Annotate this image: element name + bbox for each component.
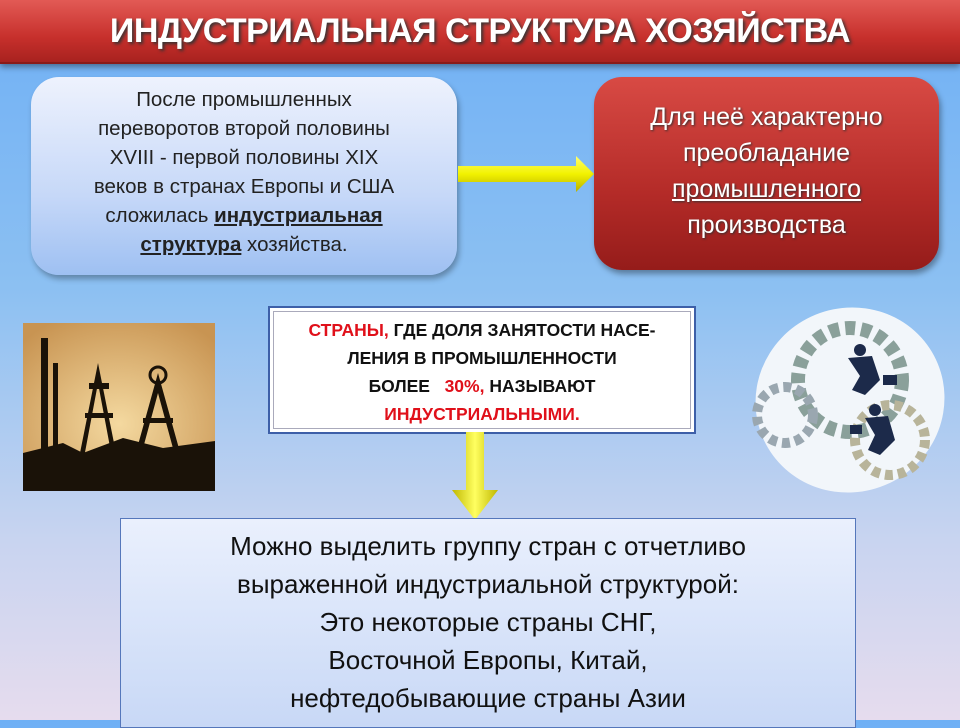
- factory-silhouette-image: [23, 323, 215, 491]
- arrow-right-icon: [458, 156, 594, 192]
- intro-text: хозяйства.: [241, 233, 348, 256]
- definition-text: НАЗЫВАЮТ: [484, 376, 596, 396]
- characteristic-box: Для неё характерно преобладание промышле…: [594, 77, 939, 270]
- definition-text: ЛЕНИЯ В ПРОМЫШЛЕННОСТИ: [347, 348, 617, 368]
- definition-text: БОЛЕЕ: [368, 376, 435, 396]
- slide-title: ИНДУСТРИАЛЬНАЯ СТРУКТУРА ХОЗЯЙСТВА: [109, 11, 851, 50]
- definition-box: СТРАНЫ, ГДЕ ДОЛЯ ЗАНЯТОСТИ НАСЕ- ЛЕНИЯ В…: [268, 306, 696, 434]
- country-group-line: выраженной индустриальной структурой:: [237, 569, 739, 599]
- country-group-line: Восточной Европы, Китай,: [328, 645, 648, 675]
- definition-highlight: СТРАНЫ,: [308, 320, 389, 340]
- intro-line: XVIII - первой половины XIX: [109, 146, 379, 169]
- arrow-down-icon: [452, 432, 498, 520]
- definition-highlight: 30%,: [444, 376, 485, 396]
- intro-line: веков в странах Европы и США: [93, 175, 395, 198]
- country-group-line: Можно выделить группу стран с отчетливо: [230, 531, 746, 561]
- intro-bold: индустриальная: [214, 204, 383, 227]
- intro-line: структура хозяйства.: [31, 230, 457, 259]
- characteristic-underlined: промышленного: [671, 175, 862, 203]
- gears-businessmen-image: [752, 307, 945, 493]
- characteristic-line: производства: [687, 211, 846, 239]
- intro-bold: структура: [140, 233, 242, 256]
- intro-line: После промышленных: [136, 88, 352, 111]
- intro-line: переворотов второй половины: [98, 117, 390, 140]
- characteristic-line: преобладание: [682, 139, 851, 167]
- country-group-line: Это некоторые страны СНГ,: [319, 607, 657, 637]
- country-group-line: нефтедобывающие страны Азии: [290, 683, 686, 713]
- definition-text: ГДЕ ДОЛЯ ЗАНЯТОСТИ НАСЕ-: [388, 320, 656, 340]
- characteristic-line: Для неё характерно: [650, 103, 883, 131]
- intro-line: сложилась индустриальная: [31, 201, 457, 230]
- intro-box: После промышленных переворотов второй по…: [31, 77, 457, 275]
- slide-title-bar: ИНДУСТРИАЛЬНАЯ СТРУКТУРА ХОЗЯЙСТВА: [0, 0, 960, 64]
- intro-text: сложилась: [105, 204, 215, 227]
- definition-highlight: ИНДУСТРИАЛЬНЫМИ.: [384, 404, 580, 424]
- country-group-box: Можно выделить группу стран с отчетливо …: [120, 518, 856, 728]
